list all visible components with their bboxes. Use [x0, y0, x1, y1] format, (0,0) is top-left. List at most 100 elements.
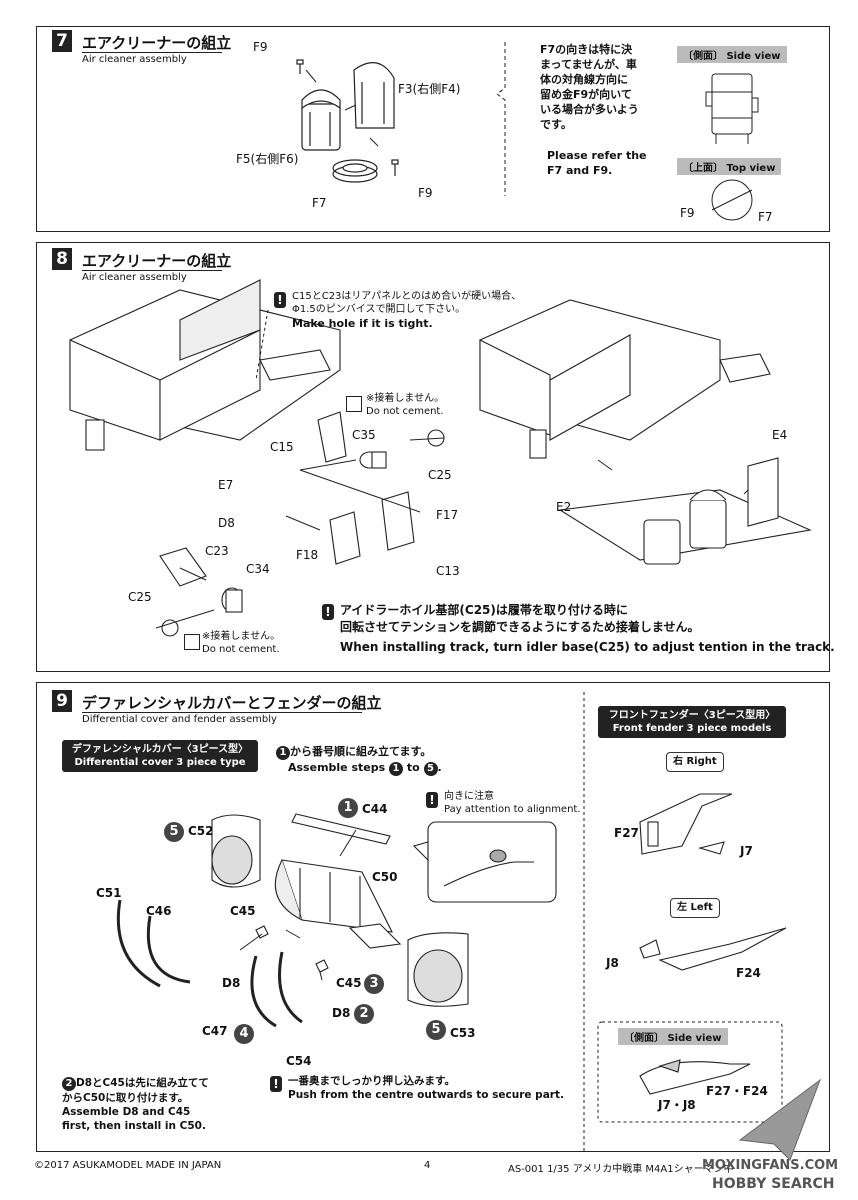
step8-warning1-en: Make hole if it is tight. [292, 317, 433, 330]
step7-part-f5: F5(右側F6) [236, 152, 299, 166]
step9-part-c46: C46 [146, 904, 172, 918]
step7-part-f3: F3(右側F4) [398, 82, 461, 96]
step9-note-d8-step2-icon: 2 [62, 1077, 76, 1091]
step8-no-cement-bottom-jp: ※接着しません。 [202, 631, 281, 642]
step8-no-cement-top: ※接着しません。 Do not cement. [366, 392, 444, 418]
step9-order-en-step1-icon: 1 [389, 762, 403, 776]
step7-part-f7: F7 [312, 196, 327, 210]
step7-note-en-line2: F7 and F9. [547, 164, 613, 177]
step9-note-push: 一番奥までしっかり押し込みます。 Push from the centre ou… [288, 1074, 564, 1102]
step8-part-c15: C15 [270, 440, 294, 454]
step9-fender-f27: F27 [614, 826, 639, 840]
step7-topview-f7: F7 [758, 210, 773, 224]
step9-diff-box-en: Differential cover 3 piece type [74, 757, 246, 768]
step9-note-push-jp: 一番奥までしっかり押し込みます。 [288, 1075, 455, 1087]
step8-part-e2: E2 [556, 500, 572, 514]
step7-side-view-en: Side view [726, 51, 781, 62]
footer-product: AS-001 1/35 アメリカ中戦車 M4A1シャーマン中 [508, 1164, 734, 1175]
step9-note-d8-en-line1: Assemble D8 and C45 [62, 1106, 191, 1118]
step8-part-f18: F18 [296, 548, 319, 562]
step7-note-jp-line2: まってませんが、車 [540, 58, 637, 71]
watermark-hobbysearch: HOBBY SEARCH [712, 1176, 835, 1192]
step7-side-view-label: 〔側面〕 Side view [677, 46, 787, 63]
step9-step2-badge: 2 [354, 1004, 374, 1024]
step9-order-en-a: Assemble steps [288, 761, 386, 774]
step8-warning2-icon: ! [322, 604, 334, 620]
step9-fender-box-en: Front fender 3 piece models [612, 723, 772, 734]
step9-fender-side-jp: 〔側面〕 [624, 1033, 664, 1044]
step8-no-cement-icon-bottom [184, 634, 200, 650]
step8-warning2-jp: アイドラーホイル基部(C25)は履帯を取り付ける時に 回転させてテンションを調節… [340, 602, 700, 636]
step9-part-c44: C44 [362, 802, 388, 816]
step9-part-c45b: C45 [336, 976, 362, 990]
step7-topview-f9: F9 [680, 206, 695, 220]
step8-part-c25: C25 [428, 468, 452, 482]
step9-fender-box: フロントフェンダー〈3ピース型用〉 Front fender 3 piece m… [598, 706, 786, 738]
step9-order-step1-icon: 1 [276, 746, 290, 760]
step7-side-view-jp: 〔側面〕 [683, 51, 723, 62]
step8-section [36, 242, 830, 672]
step9-step5b-badge: 5 [426, 1020, 446, 1040]
step9-right-label: 右 Right [666, 752, 724, 772]
step8-part-c13: C13 [436, 564, 460, 578]
step7-note-jp-line4: 留め金F9が向いて [540, 88, 632, 101]
step7-title-jp: エアクリーナーの組立 [82, 34, 232, 52]
step9-order-jp: から番号順に組み立てます。 [290, 745, 432, 758]
step7-number: 7 [52, 30, 72, 52]
step7-top-view-label: 〔上面〕 Top view [677, 158, 782, 175]
step9-title-en: Differential cover and fender assembly [82, 712, 362, 725]
step7-note-jp-line3: 体の対角線方向に [540, 73, 628, 86]
step8-title-en: Air cleaner assembly [82, 270, 222, 283]
step9-attention-jp: 向きに注意 [444, 791, 494, 802]
step9-order-en-step5-icon: 5 [423, 762, 438, 776]
step9-note-d8-jp-line2: からC50に取り付けます。 [62, 1092, 189, 1104]
step9-step3-badge: 3 [364, 974, 384, 994]
step8-part-d8: D8 [218, 516, 235, 530]
step8-warning2-en: When installing track, turn idler base(C… [340, 640, 835, 654]
step8-title-jp: エアクリーナーの組立 [82, 252, 232, 270]
step8-part-c34: C34 [246, 562, 270, 576]
step9-fender-j7: J7 [740, 844, 753, 858]
step8-part-f17: F17 [436, 508, 459, 522]
step9-note-push-en: Push from the centre outwards to secure … [288, 1089, 564, 1101]
step8-warning1-icon: ! [274, 292, 286, 308]
step8-no-cement-icon-top [346, 396, 362, 412]
step9-step1-badge: 1 [338, 798, 358, 818]
step7-note-jp-line5: いる場合が多いよう [540, 103, 639, 116]
step7-top-view-jp: 〔上面〕 [683, 163, 723, 174]
step9-fender-side-view: 〔側面〕 Side view [618, 1028, 728, 1045]
step9-part-c52: C52 [188, 824, 214, 838]
step8-part-c25b: C25 [128, 590, 152, 604]
step9-part-c54: C54 [286, 1054, 312, 1068]
step9-note-d8-en-line2: first, then install in C50. [62, 1120, 206, 1132]
step9-part-c45a: C45 [230, 904, 256, 918]
step9-left-label: 左 Left [670, 898, 720, 918]
step8-part-e7: E7 [218, 478, 234, 492]
step8-warning2-jp-line1: アイドラーホイル基部(C25)は履帯を取り付ける時に [340, 603, 628, 617]
step8-warning2-jp-line2: 回転させてテンションを調節できるようにするため接着しません。 [340, 620, 700, 634]
step7-part-f9-top: F9 [253, 40, 268, 54]
step7-top-view-en: Top view [726, 163, 776, 174]
step9-part-c47: C47 [202, 1024, 228, 1038]
step7-note-en-line1: Please refer the [547, 149, 647, 162]
step8-no-cement-top-en: Do not cement. [366, 406, 444, 417]
footer-page-number: 4 [424, 1160, 431, 1171]
step7-note-jp-line6: です。 [540, 118, 572, 131]
step8-no-cement-bottom: ※接着しません。 Do not cement. [202, 630, 280, 656]
step8-part-c35: C35 [352, 428, 376, 442]
step9-fender-side-en: Side view [667, 1033, 722, 1044]
step9-part-c51: C51 [96, 886, 122, 900]
step8-no-cement-bottom-en: Do not cement. [202, 644, 280, 655]
step9-note-d8-jp-line1: D8とC45は先に組み立てて [76, 1077, 209, 1089]
step7-title-en: Air cleaner assembly [82, 52, 222, 65]
step8-warning1-jp-line2: Φ1.5のピンバイスで開口して下さい。 [292, 304, 466, 315]
step8-part-e4: E4 [772, 428, 788, 442]
step7-note-jp-line1: F7の向きは特に決 [540, 43, 633, 56]
step9-step5a-badge: 5 [164, 822, 184, 842]
